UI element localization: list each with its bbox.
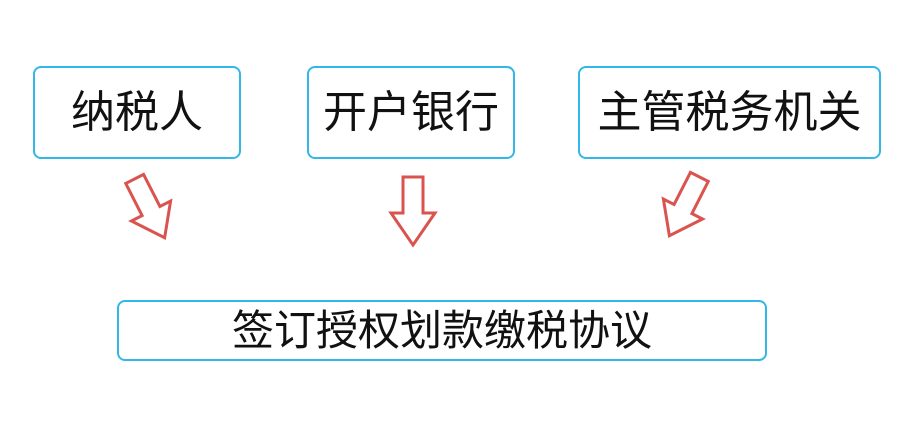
node-taxpayer: 纳税人: [33, 66, 241, 159]
node-agreement-label: 签订授权划款缴税协议: [231, 305, 652, 355]
node-bank: 开户银行: [307, 66, 515, 159]
arrow-taxpayer-to-agreement: [123, 172, 173, 240]
node-bank-label: 开户银行: [323, 86, 499, 138]
node-tax-authority-label: 主管税务机关: [597, 86, 862, 138]
node-taxpayer-label: 纳税人: [71, 86, 203, 138]
node-agreement: 签订授权划款缴税协议: [117, 300, 767, 361]
arrow-tax-to-agreement: [661, 170, 711, 238]
node-tax-authority: 主管税务机关: [578, 66, 881, 159]
arrow-bank-to-agreement: [388, 175, 438, 248]
